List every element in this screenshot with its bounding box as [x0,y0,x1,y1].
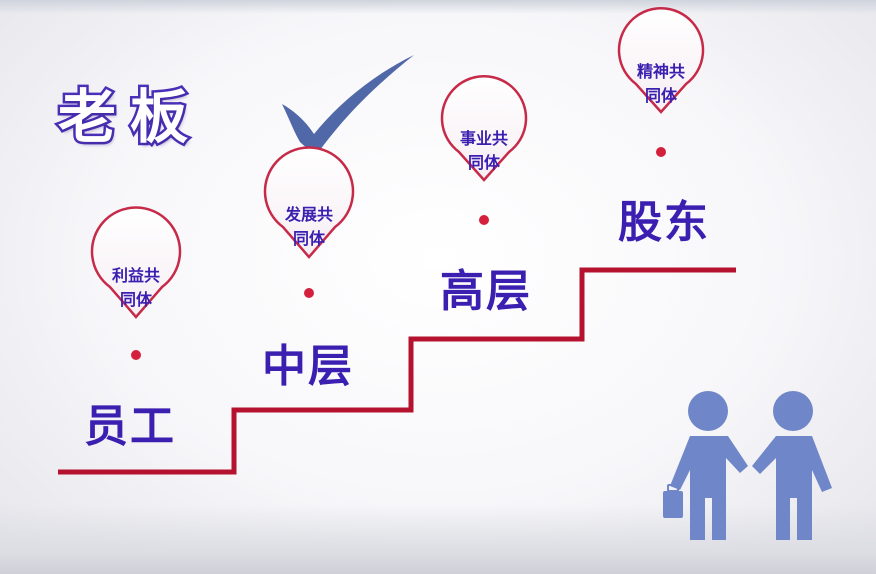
pin-label-shareholder: 精神共 同体 [621,60,701,108]
bottom-floor-band [0,505,876,574]
level-senior: 高层 [440,266,532,317]
pin-label-line: 发展共 [284,205,333,224]
pin-label-line: 精神共 [636,62,685,81]
checkmark-icon [282,55,414,151]
pin-label-line: 利益共 [111,266,160,285]
map-pin-icon [90,206,182,360]
map-pin-icon [440,75,528,225]
pin-label-middle: 发展共 同体 [269,203,349,251]
two-people-icon [663,391,832,540]
briefcase-icon [663,484,683,518]
boss-title: 老板 [55,81,203,154]
staircase-line [58,267,736,475]
pin-label-line: 同体 [292,229,325,248]
level-employee: 员工 [84,401,176,452]
pin-label-line: 同体 [467,153,500,172]
level-shareholder: 股东 [618,197,710,248]
pin-label-line: 同体 [119,290,152,309]
level-middle: 中层 [262,341,354,392]
map-pin-icon [263,146,355,298]
pin-label-employee: 利益共 同体 [96,264,176,312]
pin-label-senior: 事业共 同体 [444,127,524,175]
pin-label-line: 同体 [644,86,677,105]
map-pin-icon [617,7,705,157]
pin-label-line: 事业共 [459,129,508,148]
